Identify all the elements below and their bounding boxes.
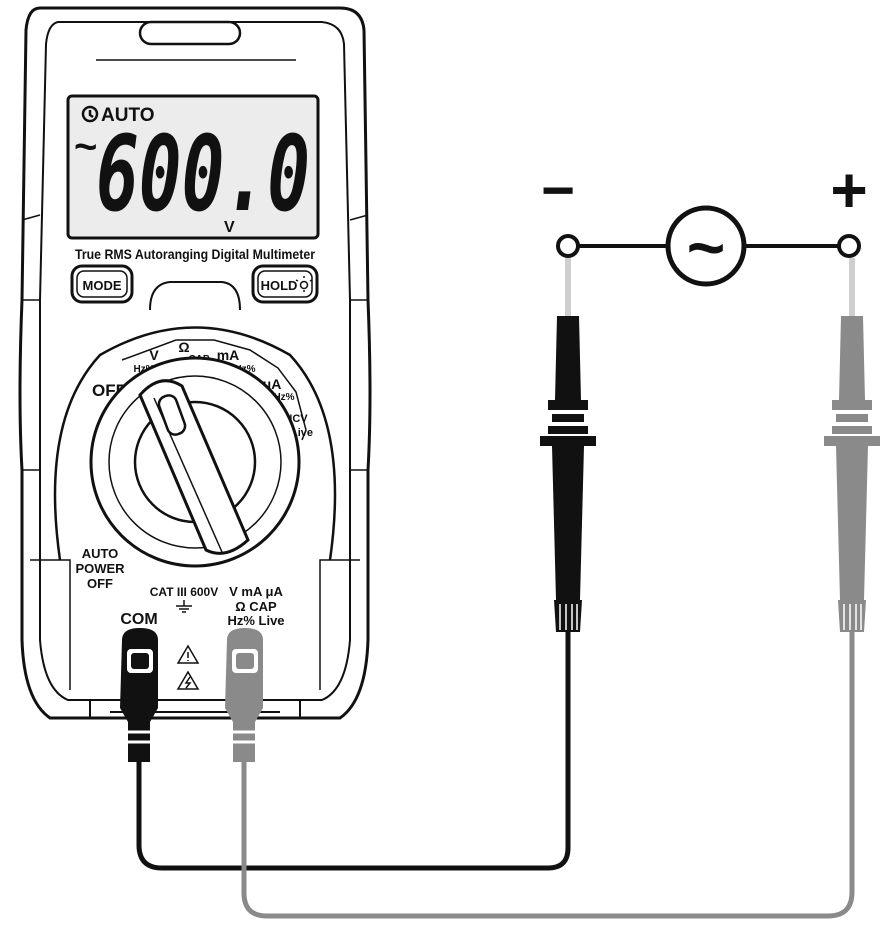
ground-icon [176, 600, 192, 613]
dial-position-v[interactable]: V Hz% [133, 347, 159, 375]
timer-icon [81, 105, 99, 123]
svg-text:OFF: OFF [87, 576, 113, 591]
svg-text:Hz%: Hz% [273, 392, 294, 403]
high-voltage-icon [176, 670, 200, 690]
svg-text:V: V [149, 347, 159, 363]
cat-rating: CAT III 600V [150, 585, 218, 599]
center-bump [149, 281, 241, 311]
negative-symbol: − [541, 158, 575, 223]
backlight-icon [295, 276, 313, 292]
input-jack-label: V mA μA Ω CAP Hz% Live [227, 584, 284, 628]
ac-source-symbol: ~ [687, 210, 726, 284]
com-jack-plug[interactable] [120, 628, 158, 762]
svg-text:V mA μA: V mA μA [229, 584, 283, 599]
hanger-slot [138, 20, 242, 46]
red-probe[interactable] [824, 258, 880, 632]
input-jack-plug[interactable] [225, 628, 263, 762]
svg-text:Hz% Live: Hz% Live [227, 613, 284, 628]
lcd-ac-symbol: ~ [74, 125, 97, 169]
svg-text:Ω CAP: Ω CAP [235, 599, 277, 614]
auto-power-off-label: AUTO POWER OFF [75, 546, 125, 591]
svg-text:Hz%: Hz% [133, 364, 154, 375]
rotary-dial[interactable] [89, 356, 301, 568]
lcd-display: AUTO ~ 600.0 V [66, 94, 320, 240]
warning-icon [176, 644, 200, 664]
lcd-auto-label: AUTO [101, 105, 154, 126]
ac-source-icon [665, 205, 747, 287]
com-jack-label: COM [120, 611, 157, 628]
positive-symbol: + [830, 154, 867, 226]
red-lead-wire [241, 630, 855, 919]
svg-text:mA: mA [217, 347, 240, 363]
mode-button[interactable]: MODE [70, 264, 134, 304]
grip-lines [21, 214, 369, 471]
lcd-unit: V [224, 219, 235, 236]
svg-text:AUTO: AUTO [82, 546, 119, 561]
lower-panel-lines [30, 559, 360, 690]
meter-inner-case [39, 21, 351, 701]
meter-title: True RMS Autoranging Digital Multimeter [75, 246, 315, 262]
dial-bezel [53, 326, 337, 561]
hold-button-label: HOLD [261, 278, 298, 293]
svg-text:POWER: POWER [75, 561, 125, 576]
svg-text:Ω: Ω [178, 339, 189, 355]
mode-button-label: MODE [83, 278, 122, 293]
lcd-reading: 600.0 [96, 113, 310, 235]
dial-pointer [138, 379, 250, 555]
negative-terminal[interactable] [556, 234, 580, 258]
black-lead-wire [136, 630, 571, 871]
ac-circuit: ~ − + [541, 154, 868, 287]
positive-terminal[interactable] [837, 234, 861, 258]
hold-button[interactable]: HOLD [251, 264, 319, 304]
black-probe[interactable] [540, 258, 596, 632]
